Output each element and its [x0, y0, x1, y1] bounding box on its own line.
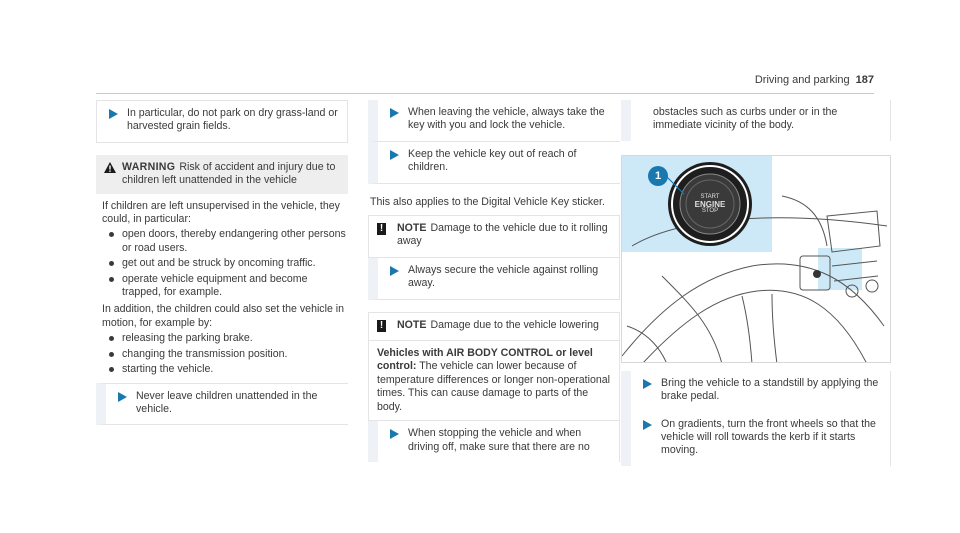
list-item-text: operate vehicle equipment and become tra… [122, 272, 308, 299]
warning-body: If children are left unsupervised in the… [96, 194, 348, 383]
step-keep-key: Keep the vehicle key out of reach of chi… [368, 141, 620, 184]
step-continuation: obstacles such as curbs under or in the … [621, 100, 891, 141]
triangle-arrow-icon [390, 429, 399, 440]
step-gradients: On gradients, turn the front wheels so t… [621, 411, 891, 466]
warning-intro: If children are left unsupervised in the… [102, 199, 340, 226]
step-text: Never leave children unattended in the v… [136, 389, 318, 415]
step-text: When leaving the vehicle, always take th… [408, 106, 605, 132]
warning-triangle-icon [104, 161, 116, 177]
list-item: operate vehicle equipment and become tra… [108, 273, 348, 300]
note-label: NOTE [397, 318, 427, 331]
triangle-arrow-icon [109, 109, 118, 119]
bullet-icon [109, 367, 114, 373]
list-item-text: get out and be struck by oncoming traffi… [122, 257, 316, 270]
list-item: changing the transmission position. [108, 348, 348, 361]
list-item-text: open doors, thereby endangering other pe… [122, 228, 346, 254]
list-item-text: changing the transmission position. [122, 347, 288, 360]
triangle-arrow-icon [390, 108, 399, 118]
warning-title: Risk of accident and injury due to child… [122, 160, 336, 187]
step-text: When stopping the vehicle and when drivi… [408, 427, 590, 453]
note-label: NOTE [397, 222, 427, 235]
steering-illustration [622, 161, 888, 362]
step-leaving: When leaving the vehicle, always take th… [368, 100, 620, 142]
note-body: The vehicle can lower because of tempera… [377, 360, 611, 413]
section-title: Driving and parking [754, 74, 850, 86]
step-text: Always secure the vehicle against rollin… [408, 263, 599, 290]
warning-middle: In addition, the children could also set… [102, 303, 345, 329]
note-text: Damage due to the vehicle lowering [430, 318, 599, 331]
list-item-text: releasing the parking brake. [122, 332, 253, 345]
triangle-arrow-icon [643, 419, 652, 430]
triangle-arrow-icon [390, 149, 399, 160]
bullet-icon [109, 351, 114, 357]
warning-label: WARNING [122, 160, 176, 173]
bullet-icon [109, 261, 114, 267]
note-text: Damage to the vehicle due to it rolling … [397, 222, 608, 248]
step-text: On gradients, turn the front wheels so t… [661, 417, 876, 457]
list-item: open doors, thereby endangering other pe… [108, 228, 348, 255]
engine-button-label: START ENGINE STOP [680, 194, 740, 215]
column-right: obstacles such as curbs under or in the … [621, 100, 891, 466]
list-item-text: starting the vehicle. [122, 363, 214, 376]
step-text: Bring the vehicle to a standstill by app… [661, 376, 879, 403]
note-subhead: Vehicles with AIR BODY CONTROL or level … [377, 347, 593, 373]
bullet-icon [109, 232, 114, 238]
step-text: Keep the vehicle key out of reach of chi… [408, 147, 577, 174]
step-standstill: Bring the vehicle to a standstill by app… [621, 370, 891, 412]
step-stopping: When stopping the vehicle and when drivi… [368, 421, 620, 462]
triangle-arrow-icon [118, 391, 127, 402]
note-lowering-body: Vehicles with AIR BODY CONTROL or level … [368, 341, 620, 422]
step-text: In particular, do not park on dry grass-… [127, 107, 338, 133]
highlight-area [818, 247, 862, 290]
step-never-leave: Never leave children unattended in the v… [96, 382, 348, 426]
warning-list: open doors, thereby endangering other pe… [102, 228, 348, 299]
page-header: Driving and parking 187 [96, 72, 874, 94]
button-label-stop: STOP [701, 207, 719, 214]
step-secure: Always secure the vehicle against rollin… [368, 257, 620, 300]
digital-key-text: This also applies to the Digital Vehicle… [370, 195, 605, 208]
bullet-icon [109, 276, 114, 282]
exclamation-icon: ! [377, 319, 386, 332]
triangle-arrow-icon [643, 378, 652, 389]
figure-start-button: START ENGINE STOP 1 [621, 154, 891, 363]
column-left: In particular, do not park on dry grass-… [96, 100, 348, 426]
bullet-icon [109, 336, 114, 342]
button-label-engine: ENGINE [694, 199, 726, 209]
list-item: get out and be struck by oncoming traffi… [108, 257, 348, 270]
step-grass: In particular, do not park on dry grass-… [96, 100, 348, 143]
button-label-start: START [700, 193, 720, 200]
exclamation-icon: ! [377, 223, 386, 236]
callout-marker: 1 [648, 165, 668, 186]
list-item: starting the vehicle. [108, 363, 348, 376]
warning-list-2: releasing the parking brake. changing th… [102, 332, 348, 376]
header-text: Driving and parking 187 [755, 74, 874, 87]
column-middle: When leaving the vehicle, always take th… [368, 100, 620, 462]
page-number: 187 [855, 74, 874, 86]
list-item: releasing the parking brake. [108, 332, 348, 345]
triangle-arrow-icon [390, 265, 399, 276]
continuation-text: obstacles such as curbs under or in the … [653, 106, 838, 132]
